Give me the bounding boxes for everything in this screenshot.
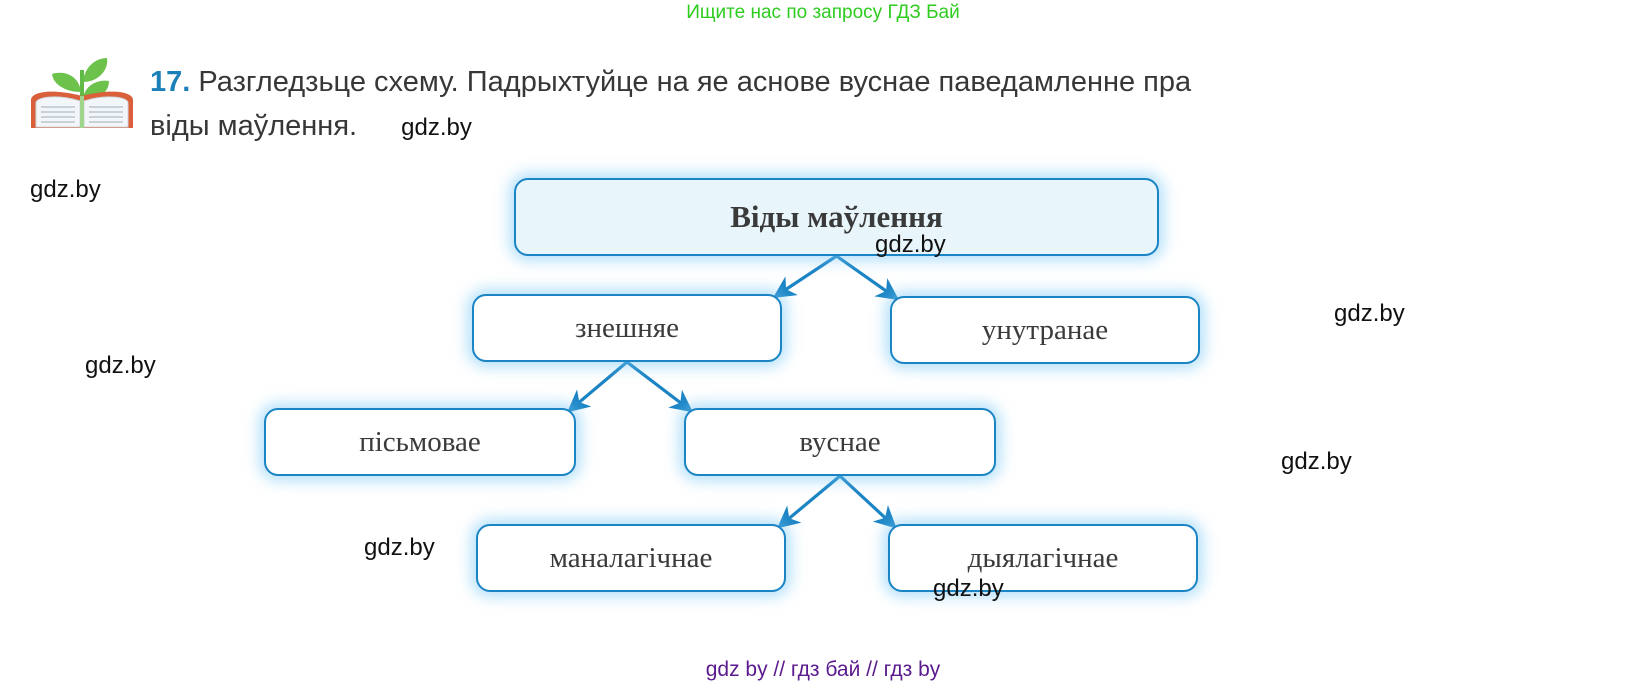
diagram-node-label: пісьмовае xyxy=(359,425,481,458)
connector-vonkav-to-vusnae xyxy=(626,360,693,413)
watermark: gdz.by xyxy=(933,575,1004,602)
exercise-line-2: віды маўлення. xyxy=(150,110,358,142)
watermark-inline: gdz.by xyxy=(401,114,472,141)
footer-watermark: gdz by // гдз бай // гдз by xyxy=(705,658,941,681)
diagram-node-vonkav: знешняе xyxy=(472,294,782,362)
watermark: gdz.by xyxy=(30,176,101,203)
connector-vonkav-to-pismo xyxy=(567,360,629,413)
diagram-node-label: дыялагічнае xyxy=(967,541,1119,574)
watermark: gdz.by xyxy=(1334,300,1405,327)
connector-vusnae-to-dyal xyxy=(838,474,897,529)
watermark: gdz.by xyxy=(364,534,435,561)
connector-vusnae-to-manal xyxy=(777,474,842,529)
diagram-node-label: маналагічнае xyxy=(549,541,713,574)
diagram-connectors xyxy=(567,254,900,529)
exercise-text: 17. Разгледзьце схему. Падрыхтуйце на яе… xyxy=(150,60,1590,150)
book-with-sprout-icon xyxy=(25,48,140,134)
diagram-node-vusnae: вуснае xyxy=(684,408,996,476)
speech-types-diagram: Віды маўлення знешняе унутранае пісьмовае ву… xyxy=(0,160,1646,640)
exercise-number: 17. xyxy=(150,66,191,98)
diagram-node-label: знешняе xyxy=(575,311,679,344)
watermark: gdz.by xyxy=(875,231,946,258)
diagram-node-unutr: унутранае xyxy=(890,296,1200,364)
diagram-node-label: унутранае xyxy=(981,313,1109,346)
diagram-node-pismo: пісьмовае xyxy=(264,408,576,476)
diagram-node-label: Віды маўлення xyxy=(730,199,943,234)
watermark: gdz.by xyxy=(1281,448,1352,475)
connector-root-to-vonkav xyxy=(772,254,838,299)
diagram-node-manal: маналагічнае xyxy=(476,524,786,592)
exercise-line-1: Разгледзьце схему. Падрыхтуйце на яе асн… xyxy=(198,66,1192,98)
watermark: gdz.by xyxy=(85,352,156,379)
connector-root-to-unutr xyxy=(835,254,900,301)
promo-banner: Ищите нас по запросу ГДЗ Бай xyxy=(686,2,960,23)
diagram-node-root: Віды маўлення xyxy=(514,178,1159,256)
diagram-node-label: вуснае xyxy=(799,425,881,458)
diagram-node-dyal: дыялагічнае xyxy=(888,524,1198,592)
